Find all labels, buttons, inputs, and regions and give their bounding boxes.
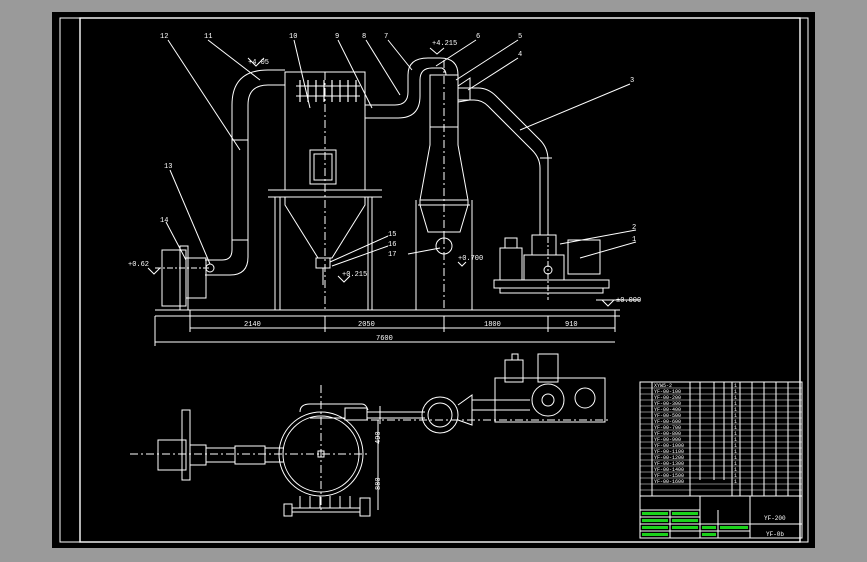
bom-text: XYW5-2 1 YF-00-100 1 YF-00-200 1 YF-00-3… [654,383,737,485]
bom-row-16-qty: 1 [734,473,737,479]
bom-row-6-qty: 1 [734,413,737,419]
elev-ground: ±0.000 [616,297,641,305]
dim-plan-v1: 490 [375,431,383,444]
cyclone-separator [415,60,473,310]
dim-plan-v2: 880 [375,477,383,490]
bom-row-2-code: YF-00-100 [654,389,681,395]
bom-row-12-code: YF-00-1100 [654,449,684,455]
callout-16: 16 [388,241,396,249]
drawing-sheet[interactable] [52,12,815,548]
title-block [639,495,803,539]
elev-cyclone-bottom: +0.700 [458,255,483,263]
bom-row-7-code: YF-00-600 [654,419,681,425]
sheet-border-outer [59,17,809,543]
title-block-green [642,512,748,536]
bom-row-15-qty: 1 [734,467,737,473]
dim-seg2: 2050 [358,321,375,329]
fan-unit [155,245,215,311]
dimension-lines [154,316,615,346]
bom-row-3-code: YF-00-200 [654,395,681,401]
bom-row-11-qty: 1 [734,443,737,449]
bom-row-16-code: YF-00-1500 [654,473,684,479]
bom-row-7-qty: 1 [734,419,737,425]
foundation-base [155,309,620,332]
callout-7: 7 [384,33,388,41]
dim-total: 7600 [376,335,393,343]
bom-row-11-code: YF-00-1000 [654,443,684,449]
callout-4: 4 [518,51,522,59]
bom-row-4-code: YF-00-300 [654,401,681,407]
sheet-border-inner [79,17,801,543]
bom-row-3-qty: 1 [734,395,737,401]
bom-row-1-code: XYW5-2 [654,383,672,389]
dim-seg4: 910 [565,321,578,329]
drawing-name: YF-200 [764,515,786,522]
grinding-mill [493,225,610,300]
bom-row-5-code: YF-00-400 [654,407,681,413]
bom-row-14-code: YF-00-1300 [654,461,684,467]
bom-row-5-qty: 1 [734,407,737,413]
bom-row-15-code: YF-00-1400 [654,467,684,473]
bom-row-12-qty: 1 [734,449,737,455]
elevation-markers [147,47,640,307]
bom-row-6-code: YF-00-500 [654,413,681,419]
plan-view [130,353,610,517]
elev-top-left: +4.05 [248,59,269,67]
bom-row-2-qty: 1 [734,389,737,395]
bom-row-9-code: YF-00-800 [654,431,681,437]
callout-3: 3 [630,77,634,85]
bom-row-14-qty: 1 [734,461,737,467]
elev-top-mid: +4.215 [432,40,457,48]
callout-2: 2 [632,224,636,232]
bom-row-9-qty: 1 [734,431,737,437]
callout-5: 5 [518,33,522,41]
bom-row-8-qty: 1 [734,425,737,431]
callout-13: 13 [164,163,172,171]
filter-inlet-duct [365,57,459,119]
drawing-number: YF-0b [766,531,784,538]
bom-row-17-code: YF-00-1600 [654,479,684,485]
dim-seg1: 2140 [244,321,261,329]
bom-row-13-qty: 1 [734,455,737,461]
bom-row-10-code: YF-00-900 [654,437,681,443]
callout-14: 14 [160,217,168,225]
bom-row-4-qty: 1 [734,401,737,407]
callout-9: 9 [335,33,339,41]
bom-row-17-qty: 1 [734,479,737,485]
dim-seg3: 1800 [484,321,501,329]
bom-row-8-code: YF-00-700 [654,425,681,431]
callout-1: 1 [632,236,636,244]
callout-12: 12 [160,33,168,41]
callout-10: 10 [289,33,297,41]
callout-15: 15 [388,231,396,239]
elev-fan: +0.62 [128,261,149,269]
callout-6: 6 [476,33,480,41]
bom-row-10-qty: 1 [734,437,737,443]
callout-11: 11 [204,33,212,41]
bom-row-13-code: YF-00-1200 [654,455,684,461]
callout-leaders [165,39,637,267]
bom-table [639,381,803,497]
callout-17: 17 [388,251,396,259]
elev-outlet: +0.215 [342,271,367,279]
callout-8: 8 [362,33,366,41]
return-duct [205,69,285,276]
bom-row-1-qty: 1 [734,383,737,389]
